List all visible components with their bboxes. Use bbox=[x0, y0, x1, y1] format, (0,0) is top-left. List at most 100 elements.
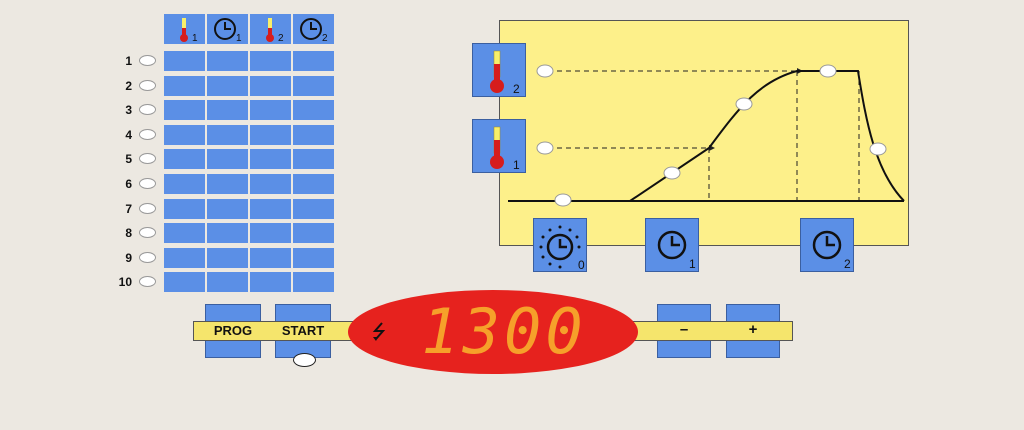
program-cell[interactable] bbox=[164, 149, 205, 169]
svg-text:1: 1 bbox=[513, 158, 520, 172]
program-cell[interactable] bbox=[293, 223, 334, 243]
display-value: 1300 bbox=[421, 295, 587, 368]
ramp2-led bbox=[735, 97, 753, 111]
temp-1-button[interactable]: 1 bbox=[472, 119, 526, 173]
row-number: 9 bbox=[125, 251, 132, 265]
program-cell[interactable] bbox=[293, 149, 334, 169]
svg-text:2: 2 bbox=[844, 257, 851, 271]
svg-text:1: 1 bbox=[689, 257, 696, 271]
program-cell[interactable] bbox=[207, 248, 248, 268]
program-cell[interactable] bbox=[250, 51, 291, 71]
program-cell[interactable] bbox=[250, 76, 291, 96]
clock-icon: 2 bbox=[300, 18, 328, 44]
svg-text:0: 0 bbox=[578, 258, 585, 272]
program-cell[interactable] bbox=[293, 51, 334, 71]
program-cell[interactable] bbox=[207, 76, 248, 96]
thermometer-icon: 1 bbox=[180, 18, 198, 44]
row-number: 1 bbox=[125, 54, 132, 68]
program-cell[interactable] bbox=[164, 223, 205, 243]
program-cell[interactable] bbox=[250, 272, 291, 292]
start-label: START bbox=[281, 323, 325, 338]
program-cell[interactable] bbox=[250, 199, 291, 219]
row-number: 3 bbox=[125, 103, 132, 117]
temp2-led bbox=[536, 64, 554, 78]
power-symbol-icon bbox=[372, 322, 386, 341]
program-cell[interactable] bbox=[207, 174, 248, 194]
program-cell[interactable] bbox=[250, 248, 291, 268]
svg-text:2: 2 bbox=[513, 82, 520, 96]
program-cell[interactable] bbox=[293, 272, 334, 292]
delay-led bbox=[554, 193, 572, 207]
program-cell[interactable] bbox=[250, 100, 291, 120]
row-led bbox=[139, 178, 156, 189]
temp1-led bbox=[536, 141, 554, 155]
program-cell[interactable] bbox=[293, 100, 334, 120]
program-cell[interactable] bbox=[293, 248, 334, 268]
program-cell[interactable] bbox=[164, 76, 205, 96]
row-number: 7 bbox=[125, 202, 132, 216]
program-cell[interactable] bbox=[207, 223, 248, 243]
svg-text:1: 1 bbox=[192, 33, 198, 44]
timer-2-button[interactable]: 2 bbox=[800, 218, 854, 272]
svg-text:2: 2 bbox=[322, 33, 328, 44]
delay-timer-button[interactable]: 0 bbox=[533, 218, 587, 272]
temp-2-button[interactable]: 2 bbox=[472, 43, 526, 97]
temperature-display: 1300 bbox=[348, 290, 638, 374]
header-time-2[interactable]: 2 bbox=[293, 14, 334, 44]
minus-label: – bbox=[679, 321, 689, 338]
prog-label: PROG bbox=[213, 323, 253, 338]
start-led bbox=[293, 353, 316, 367]
program-cell[interactable] bbox=[207, 51, 248, 71]
program-cell[interactable] bbox=[293, 125, 334, 145]
program-cell[interactable] bbox=[207, 272, 248, 292]
program-cell[interactable] bbox=[164, 174, 205, 194]
row-number: 10 bbox=[118, 275, 132, 289]
row-number: 4 bbox=[125, 128, 132, 142]
row-led bbox=[139, 227, 156, 238]
thermometer-icon: 2 bbox=[490, 50, 520, 96]
header-temp-1[interactable]: 1 bbox=[164, 14, 205, 44]
clock-icon: 2 bbox=[812, 230, 851, 271]
plus-label: + bbox=[748, 321, 758, 338]
row-led bbox=[139, 252, 156, 263]
program-cell[interactable] bbox=[293, 76, 334, 96]
program-cell[interactable] bbox=[207, 125, 248, 145]
program-cell[interactable] bbox=[293, 174, 334, 194]
program-cell[interactable] bbox=[207, 149, 248, 169]
program-cell[interactable] bbox=[250, 174, 291, 194]
row-number: 6 bbox=[125, 177, 132, 191]
program-cell[interactable] bbox=[164, 248, 205, 268]
program-cell[interactable] bbox=[164, 100, 205, 120]
row-number: 5 bbox=[125, 152, 132, 166]
row-led bbox=[139, 153, 156, 164]
clock-icon: 1 bbox=[657, 230, 696, 271]
row-number: 8 bbox=[125, 226, 132, 240]
row-led bbox=[139, 80, 156, 91]
program-cell[interactable] bbox=[164, 51, 205, 71]
delay-clock-icon: 0 bbox=[539, 225, 585, 272]
program-cell[interactable] bbox=[164, 199, 205, 219]
row-led bbox=[139, 104, 156, 115]
program-cell[interactable] bbox=[250, 223, 291, 243]
header-time-1[interactable]: 1 bbox=[207, 14, 248, 44]
program-cell[interactable] bbox=[164, 272, 205, 292]
program-cell[interactable] bbox=[250, 125, 291, 145]
row-led bbox=[139, 55, 156, 66]
row-led bbox=[139, 276, 156, 287]
temperature-curve-panel bbox=[499, 20, 909, 246]
program-cell[interactable] bbox=[207, 100, 248, 120]
program-cell[interactable] bbox=[207, 199, 248, 219]
header-temp-2[interactable]: 2 bbox=[250, 14, 291, 44]
hold-led bbox=[819, 64, 837, 78]
svg-text:1: 1 bbox=[236, 33, 242, 44]
program-cell[interactable] bbox=[250, 149, 291, 169]
temperature-curve-graph bbox=[508, 64, 905, 207]
svg-text:2: 2 bbox=[278, 33, 284, 44]
timer-1-button[interactable]: 1 bbox=[645, 218, 699, 272]
row-number: 2 bbox=[125, 79, 132, 93]
program-cell[interactable] bbox=[164, 125, 205, 145]
program-cell[interactable] bbox=[293, 199, 334, 219]
thermometer-icon: 2 bbox=[266, 18, 284, 44]
thermometer-icon: 1 bbox=[490, 126, 520, 172]
row-led bbox=[139, 129, 156, 140]
